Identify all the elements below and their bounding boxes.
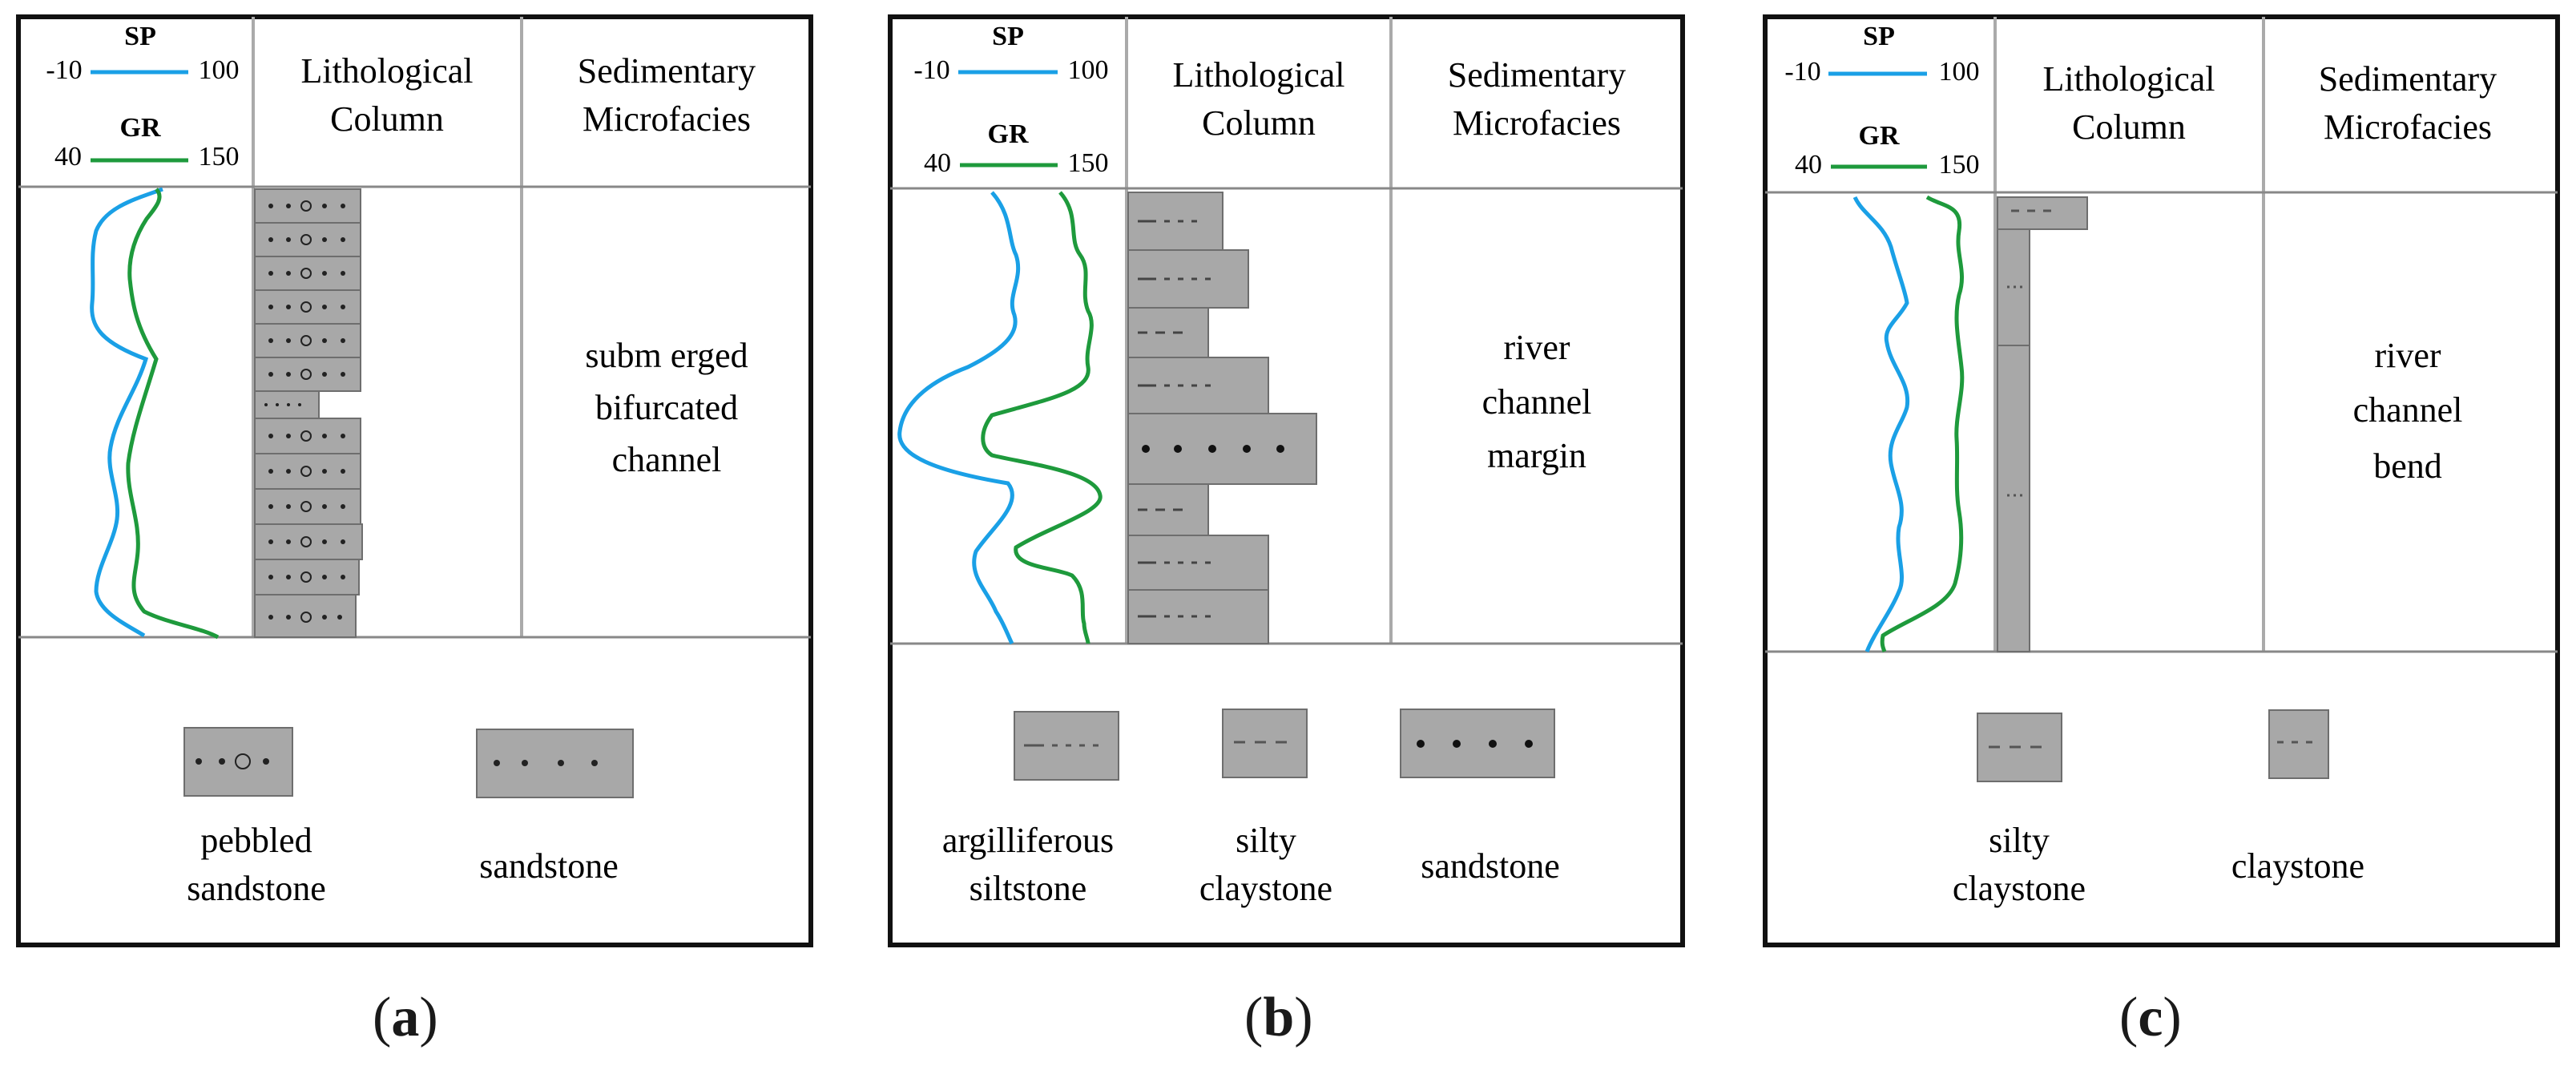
gr-max-label: 150 — [1068, 148, 1109, 178]
lith-header-line1: Lithological — [2042, 59, 2215, 99]
caption-a-close: ) — [419, 987, 438, 1048]
caption-b-close: ) — [1294, 987, 1313, 1048]
sp-label: SP — [124, 22, 156, 51]
caption-c-letter: c — [2138, 987, 2163, 1048]
legend-sandstone-label: sandstone — [479, 846, 619, 886]
lithology-column — [1127, 192, 1317, 644]
microfacies-line-2: bifurcated — [595, 388, 738, 427]
sp-curve — [90, 187, 163, 638]
micro-header-line1: Sedimentary — [2319, 59, 2497, 99]
micro-header-line1: Sedimentary — [1448, 55, 1626, 95]
panel-a: SP -10 100 GR 40 150 Lithological Column… — [16, 14, 813, 948]
caption-a-letter: a — [391, 987, 420, 1048]
microfacies-line-1: subm erged — [585, 336, 748, 375]
microfacies-line-1: river — [1503, 328, 1570, 367]
lith-header-line1: Lithological — [1172, 55, 1344, 95]
gr-label: GR — [988, 119, 1029, 149]
legend-pebbled-label-1: pebbled — [200, 821, 312, 860]
legend-sandstone-label: sandstone — [1421, 846, 1560, 886]
legend-sandstone-swatch — [1400, 709, 1555, 778]
lithology-column — [254, 188, 363, 638]
micro-header-line1: Sedimentary — [578, 51, 756, 91]
caption-c-open: ( — [2119, 987, 2139, 1048]
sp-max-label: 100 — [199, 55, 240, 85]
lith-layer-argsilt — [1127, 535, 1269, 591]
legend-argsilt-swatch — [1014, 711, 1119, 781]
legend-sandstone-swatch — [476, 729, 634, 798]
microfacies-line-3: channel — [612, 440, 722, 479]
sp-max-label: 100 — [1939, 57, 1980, 87]
caption-a-open: ( — [373, 987, 392, 1048]
legend-silty-label-2: claystone — [1199, 869, 1332, 908]
lith-layer-clay — [1997, 345, 2030, 652]
lith-header-line2: Column — [2072, 107, 2186, 147]
legend-pebbled-swatch — [183, 727, 293, 797]
sp-label: SP — [1863, 22, 1895, 51]
micro-header-line2: Microfacies — [583, 99, 751, 139]
microfacies-line-1: river — [2374, 336, 2441, 375]
legend-argsilt-label-1: argilliferous — [942, 821, 1114, 860]
caption-c-close: ) — [2163, 987, 2182, 1048]
caption-a: (a) — [373, 986, 438, 1050]
gr-min-label: 40 — [1795, 150, 1822, 180]
gr-max-label: 150 — [1939, 150, 1980, 180]
panel-c: SP -10 100 GR 40 150 Lithological Column… — [1763, 14, 2560, 948]
micro-header-line2: Microfacies — [2324, 107, 2492, 147]
lith-layer-sandstone — [1127, 413, 1317, 485]
sp-min-label: -10 — [1784, 57, 1820, 87]
panel-b: SP -10 100 GR 40 150 Lithological Column… — [888, 14, 1685, 948]
sp-label: SP — [992, 22, 1024, 51]
micro-header-line2: Microfacies — [1453, 103, 1621, 143]
panel-a-diagram: SP -10 100 GR 40 150 Lithological Column… — [16, 14, 813, 947]
sp-curve — [1852, 196, 1910, 652]
gr-min-label: 40 — [924, 148, 951, 178]
legend-silty-swatch — [1977, 713, 2062, 782]
lith-header-line1: Lithological — [300, 51, 473, 91]
sp-min-label: -10 — [46, 55, 82, 85]
caption-c: (c) — [2119, 986, 2182, 1050]
legend-argsilt-label-2: siltstone — [970, 869, 1087, 908]
lith-header-line2: Column — [330, 99, 444, 139]
sp-curve — [897, 191, 1021, 645]
gr-curve — [1880, 195, 1965, 652]
sp-min-label: -10 — [913, 55, 949, 85]
legend-pebbled-label-2: sandstone — [187, 869, 326, 908]
panel-c-diagram: SP -10 100 GR 40 150 Lithological Column… — [1763, 14, 2560, 947]
caption-b: (b) — [1244, 986, 1313, 1050]
microfacies-line-2: channel — [2353, 390, 2463, 430]
legend-silty-label-1: silty — [1989, 821, 2050, 860]
lith-header-line2: Column — [1202, 103, 1316, 143]
gr-label: GR — [1859, 121, 1900, 151]
lithology-column — [1997, 196, 2088, 652]
microfacies-line-3: margin — [1487, 436, 1586, 475]
gr-min-label: 40 — [54, 142, 82, 172]
legend-clay-label: claystone — [2231, 846, 2364, 886]
legend-clay-swatch — [2268, 709, 2329, 779]
legend-silty-swatch — [1222, 709, 1308, 778]
sp-max-label: 100 — [1068, 55, 1109, 85]
microfacies-line-3: bend — [2373, 446, 2442, 486]
gr-max-label: 150 — [199, 142, 240, 172]
caption-b-letter: b — [1263, 987, 1295, 1048]
legend-silty-label-2: claystone — [1953, 869, 2086, 908]
gr-curve — [126, 188, 220, 640]
gr-label: GR — [120, 113, 161, 143]
panel-b-diagram: SP -10 100 GR 40 150 Lithological Column… — [888, 14, 1685, 947]
caption-b-open: ( — [1244, 987, 1264, 1048]
legend-silty-label-1: silty — [1236, 821, 1296, 860]
lith-layer-silty — [1997, 196, 2088, 230]
microfacies-line-2: channel — [1482, 382, 1592, 422]
gr-curve — [981, 191, 1103, 644]
